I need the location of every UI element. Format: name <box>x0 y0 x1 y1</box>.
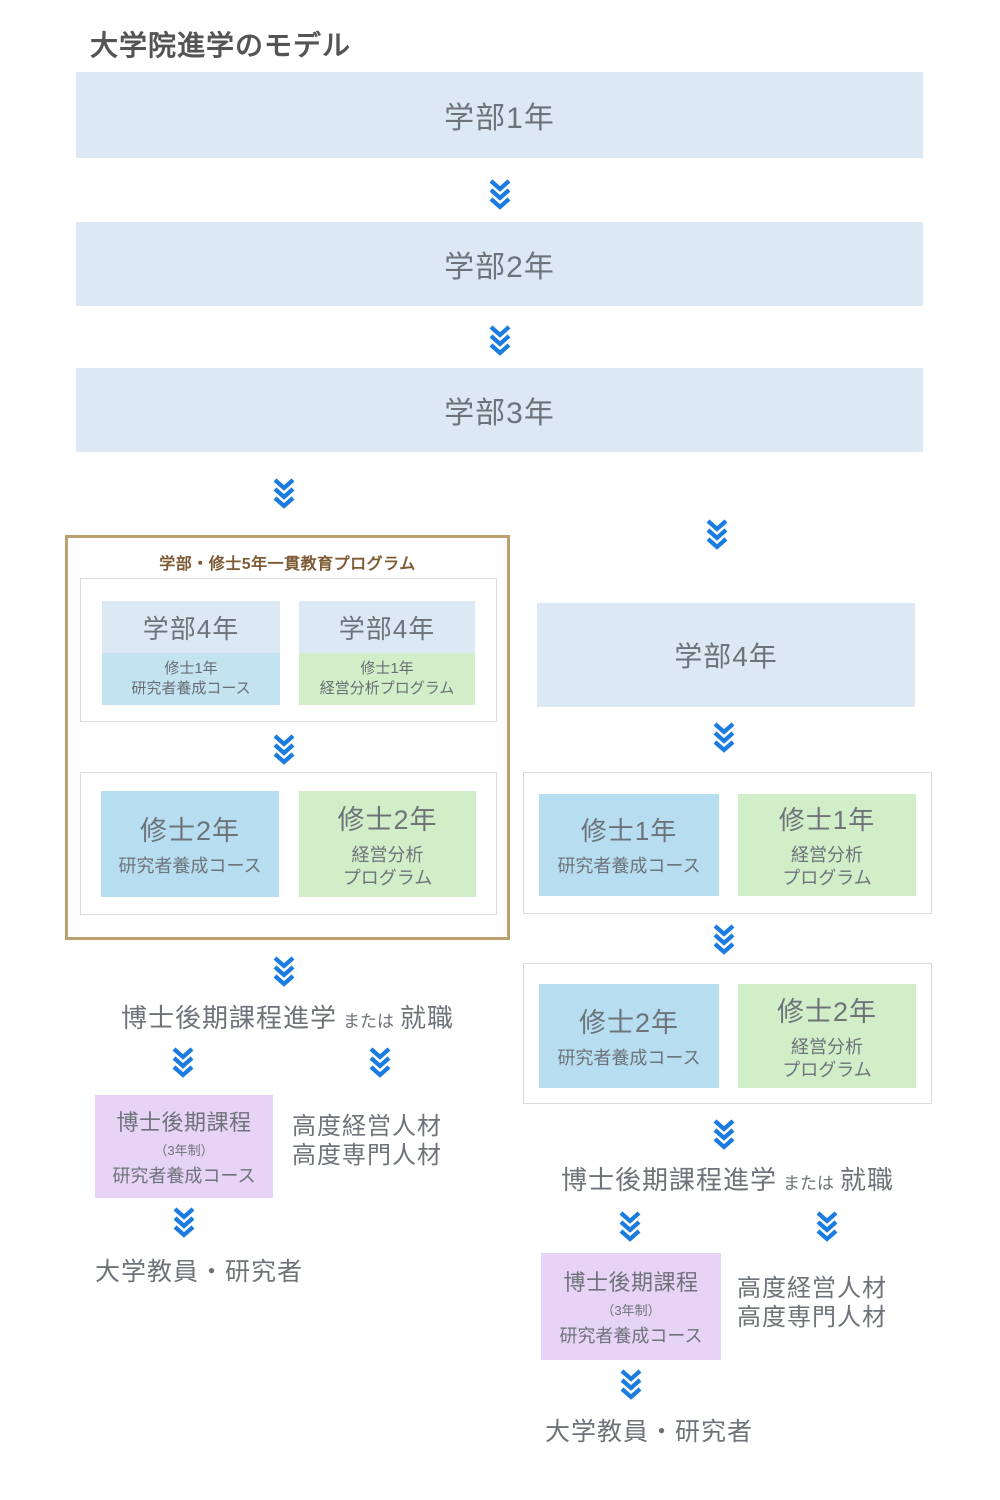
doctoral-duration: （3年制） <box>154 1143 214 1158</box>
right-undergrad-year4-label: 学部4年 <box>674 641 778 672</box>
chevron-down-icon <box>489 179 511 210</box>
left-stage1-research-year: 学部4年 <box>102 601 280 653</box>
right-talent-text: 高度経営人材 高度専門人材 <box>737 1274 887 1332</box>
doctoral-course: 研究者養成コース <box>112 1166 256 1186</box>
chevron-down-icon <box>273 734 295 765</box>
course-line: 経営分析プログラム <box>319 680 455 697</box>
chevron-down-icon <box>273 478 295 509</box>
masters-title: 修士1年 <box>778 804 876 835</box>
chevron-down-icon <box>173 1207 195 1238</box>
left-stage2-box: 修士2年 研究者養成コース 修士2年 経営分析 プログラム <box>80 772 497 915</box>
right-final-outcome: 大学教員・研究者 <box>545 1418 754 1446</box>
talent-line: 高度経営人材 <box>737 1275 887 1302</box>
chevron-down-icon <box>619 1211 641 1242</box>
talent-line: 高度専門人材 <box>737 1304 887 1331</box>
masters-title: 修士2年 <box>139 816 241 847</box>
course-line: プログラム <box>342 868 433 888</box>
chevron-down-icon <box>369 1047 391 1078</box>
left-stage1-business-column: 学部4年 修士1年 経営分析プログラム <box>299 601 475 721</box>
right-stage2-business-box: 修士2年 経営分析 プログラム <box>738 984 916 1088</box>
doctoral-title: 博士後期課程 <box>563 1270 699 1295</box>
masters-course: 研究者養成コース <box>118 856 262 877</box>
chevron-down-icon <box>172 1047 194 1078</box>
left-doctoral-box: 博士後期課程 （3年制） 研究者養成コース <box>95 1095 273 1198</box>
bar-undergrad-year1-label: 学部1年 <box>444 102 555 135</box>
bar-undergrad-year3-label: 学部3年 <box>444 397 555 430</box>
right-stage1-box: 修士1年 研究者養成コース 修士1年 経営分析 プログラム <box>523 772 932 914</box>
course-line: プログラム <box>782 1060 872 1080</box>
outcome-main: 博士後期課程進学 <box>120 1003 337 1033</box>
masters-course: 経営分析 プログラム <box>782 844 871 890</box>
outcome-alt: 就職 <box>840 1165 895 1195</box>
bar-undergrad-year3: 学部3年 <box>76 368 923 452</box>
chevron-down-icon <box>713 1119 735 1150</box>
bar-undergrad-year2: 学部2年 <box>76 222 923 306</box>
chevron-down-icon <box>816 1211 838 1242</box>
masters-title: 修士2年 <box>337 804 438 835</box>
left-final-outcome: 大学教員・研究者 <box>95 1258 304 1286</box>
left-stage1-business-year: 学部4年 <box>299 601 475 653</box>
doctoral-duration: （3年制） <box>601 1303 661 1318</box>
left-stage2-business-box: 修士2年 経営分析 プログラム <box>299 791 476 897</box>
doctoral-course: 研究者養成コース <box>559 1326 703 1346</box>
course-line: 研究者養成コース <box>131 680 251 697</box>
talent-line: 高度経営人材 <box>292 1113 442 1140</box>
right-doctoral-box: 博士後期課程 （3年制） 研究者養成コース <box>541 1253 721 1360</box>
left-talent-text: 高度経営人材 高度専門人材 <box>292 1112 442 1170</box>
outcome-main: 博士後期課程進学 <box>560 1165 777 1195</box>
chevron-down-icon <box>273 956 295 987</box>
left-stage1-box: 学部4年 修士1年 研究者養成コース 学部4年 修士1年 経営分析プログラム <box>80 578 497 722</box>
left-stage1-research-column: 学部4年 修士1年 研究者養成コース <box>102 601 280 721</box>
right-outcome-text: 博士後期課程進学または就職 <box>523 1160 932 1197</box>
bar-undergrad-year2-label: 学部2年 <box>444 251 555 284</box>
right-stage2-research-box: 修士2年 研究者養成コース <box>539 984 719 1088</box>
chevron-down-icon <box>713 924 735 955</box>
course-line: プログラム <box>782 868 872 888</box>
right-stage1-business-box: 修士1年 経営分析 プログラム <box>738 794 916 896</box>
masters-course: 研究者養成コース <box>557 1048 701 1069</box>
course-line: 経営分析 <box>791 1036 863 1057</box>
chevron-down-icon <box>620 1369 642 1400</box>
integrated-program-box: 学部・修士5年一貫教育プログラム 学部4年 修士1年 研究者養成コース 学部4年… <box>65 535 510 940</box>
masters-course: 経営分析 プログラム <box>343 844 432 890</box>
right-stage1-research-box: 修士1年 研究者養成コース <box>539 794 719 896</box>
masters-course: 研究者養成コース <box>557 856 701 877</box>
bar-undergrad-year1: 学部1年 <box>76 72 923 158</box>
outcome-connector: または <box>783 1174 834 1193</box>
right-undergrad-year4-box: 学部4年 <box>537 603 915 707</box>
left-stage1-research-course: 修士1年 研究者養成コース <box>102 653 280 705</box>
masters-title: 修士2年 <box>776 996 878 1027</box>
course-line: 修士1年 <box>164 660 218 678</box>
talent-line: 高度専門人材 <box>292 1142 442 1169</box>
outcome-alt: 就職 <box>400 1003 455 1033</box>
integrated-program-title: 学部・修士5年一貫教育プログラム <box>159 556 416 573</box>
doctoral-title: 博士後期課程 <box>116 1110 252 1135</box>
course-line: 経営分析 <box>791 844 863 865</box>
chevron-down-icon <box>713 722 735 753</box>
course-line: 修士1年 <box>360 660 414 678</box>
right-stage2-box: 修士2年 研究者養成コース 修士2年 経営分析 プログラム <box>523 963 932 1104</box>
chevron-down-icon <box>489 325 511 356</box>
course-line: 経営分析 <box>351 844 424 865</box>
left-stage1-business-course: 修士1年 経営分析プログラム <box>299 653 475 705</box>
masters-course: 経営分析 プログラム <box>782 1036 871 1082</box>
masters-title: 修士2年 <box>578 1008 680 1039</box>
left-stage2-research-box: 修士2年 研究者養成コース <box>101 791 279 897</box>
left-outcome-text: 博士後期課程進学または就職 <box>65 998 510 1035</box>
outcome-connector: または <box>343 1012 394 1031</box>
page-title: 大学院進学のモデル <box>90 30 352 61</box>
chevron-down-icon <box>706 519 728 550</box>
masters-title: 修士1年 <box>580 816 678 847</box>
